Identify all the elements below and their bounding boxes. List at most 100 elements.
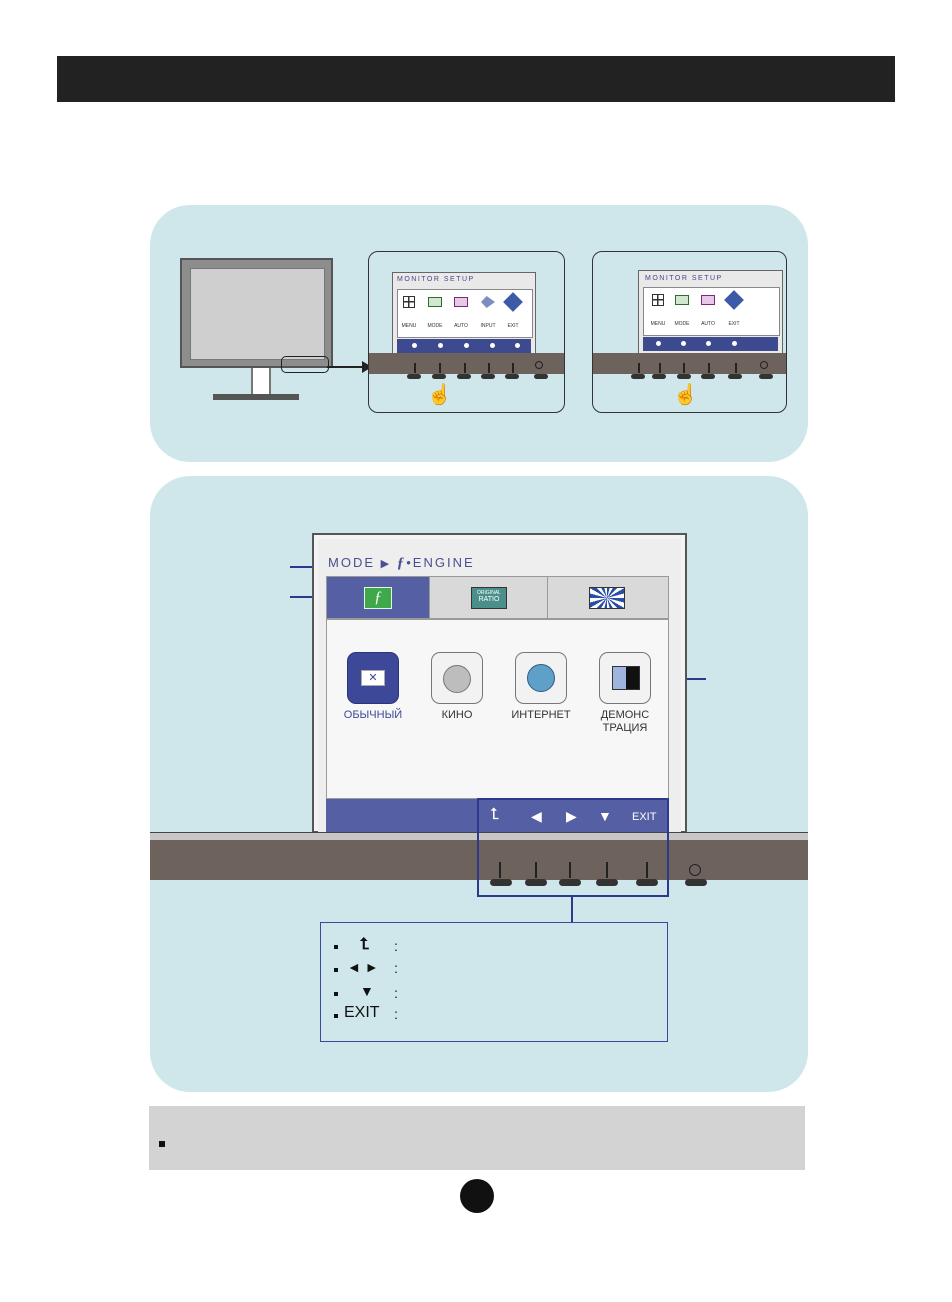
- bullet-icon: •: [406, 555, 413, 570]
- exit-icon: [724, 290, 744, 310]
- power-icon: [760, 361, 768, 369]
- mini-power-button: [759, 374, 773, 379]
- mini-dot: [732, 341, 737, 346]
- monitor-buttons-highlight: [281, 356, 329, 373]
- mode-normal-button[interactable]: ✕: [347, 652, 399, 704]
- button-legend: [320, 922, 668, 1042]
- mini-osd-panel: MENU MODE AUTO EXIT: [643, 287, 780, 336]
- mini-button: [701, 374, 715, 379]
- monitor-stand-base: [213, 394, 299, 400]
- close-x-icon: ✕: [361, 670, 385, 686]
- breadcrumb-mode: MODE: [328, 555, 375, 570]
- down-hardware-button[interactable]: [596, 879, 618, 886]
- bullet-square: [334, 1014, 338, 1018]
- tab-original-ratio[interactable]: ORIGINAL RATIO: [429, 576, 548, 619]
- bullet-square: [334, 992, 338, 996]
- hand-pointer-icon: ☝: [673, 384, 698, 406]
- exit-hardware-button[interactable]: [636, 879, 658, 886]
- right-hardware-button[interactable]: [559, 879, 581, 886]
- input-icon: [481, 296, 495, 308]
- osd-content: ✕ ОБЫЧНЫЙ КИНО ИНТЕРНЕТ ДЕМОНС ТРАЦИЯ: [326, 619, 669, 799]
- osd-exit-label: EXIT: [632, 811, 657, 823]
- leader-line-content: [686, 678, 706, 680]
- mini-tick: [735, 363, 737, 373]
- zoom-view-1: MONITOR SETUP MENU MODE AUTO INPUT EXIT: [368, 251, 565, 413]
- mini-osd-panel: MENU MODE AUTO INPUT EXIT: [397, 289, 533, 338]
- mode-movie-button[interactable]: [431, 652, 483, 704]
- button-tick: [646, 862, 648, 878]
- tab-f-engine[interactable]: ƒ: [326, 576, 430, 619]
- demo-split-icon: [612, 666, 640, 690]
- mini-button: [407, 374, 421, 379]
- mode-icon: [428, 297, 442, 307]
- bullet-square: [334, 945, 338, 949]
- mini-dot: [681, 341, 686, 346]
- mini-tick: [708, 363, 710, 373]
- osd-navigation-strip: [326, 799, 669, 833]
- mini-osd-strip: [643, 337, 778, 351]
- legend-sep: :: [394, 1006, 398, 1022]
- mini-osd-title: MONITOR SETUP: [645, 275, 723, 282]
- down-arrow-icon: ▼: [598, 808, 612, 824]
- mini-label-auto: AUTO: [701, 321, 715, 327]
- mini-button: [728, 374, 742, 379]
- button-tick: [569, 862, 571, 878]
- legend-sep: :: [394, 938, 398, 954]
- mini-label-input: INPUT: [480, 323, 496, 329]
- mini-button: [432, 374, 446, 379]
- mini-label-menu: MENU: [401, 323, 417, 329]
- pointer-arrow-icon: [362, 361, 372, 373]
- button-tick: [535, 862, 537, 878]
- mini-label-exit: EXIT: [507, 323, 519, 329]
- tab-picture[interactable]: [547, 576, 669, 619]
- mode-movie-label: КИНО: [441, 709, 473, 721]
- mini-osd-2: MONITOR SETUP MENU MODE AUTO EXIT: [638, 270, 783, 354]
- osd-tabs: ƒ ORIGINAL RATIO: [326, 576, 669, 619]
- mini-bezel-2: [593, 353, 786, 374]
- mini-osd-title: MONITOR SETUP: [397, 276, 475, 283]
- mini-button: [631, 374, 645, 379]
- legend-down-symbol: ▼: [360, 983, 374, 999]
- mode-internet-button[interactable]: [515, 652, 567, 704]
- mode-internet-label: ИНТЕРНЕТ: [511, 709, 571, 721]
- button-tick: [606, 862, 608, 878]
- mode-normal-label: ОБЫЧНЫЙ: [343, 709, 403, 721]
- power-icon: [689, 864, 701, 876]
- mode-demo-button[interactable]: [599, 652, 651, 704]
- mini-button: [505, 374, 519, 379]
- header-bar: [57, 56, 895, 102]
- bullet-square: [334, 968, 338, 972]
- mini-dot: [412, 343, 417, 348]
- monitor-screen: [190, 268, 325, 360]
- mini-tick: [414, 363, 416, 373]
- return-arrow-icon: ⮤: [490, 806, 500, 823]
- f-engine-tab-icon: ƒ: [364, 587, 392, 609]
- leader-line-title: [290, 566, 314, 568]
- left-hardware-button[interactable]: [525, 879, 547, 886]
- buttons-highlight-box: [477, 798, 669, 897]
- callout-connector: [571, 897, 573, 923]
- mini-button: [652, 374, 666, 379]
- mini-label-menu: MENU: [650, 321, 666, 327]
- mini-label-exit: EXIT: [728, 321, 740, 327]
- legend-left-right-symbol: ◄ ►: [347, 959, 379, 975]
- power-hardware-button[interactable]: [685, 879, 707, 886]
- mini-tick: [683, 363, 685, 373]
- exit-icon: [503, 292, 523, 312]
- monitor-stand-neck: [251, 368, 271, 394]
- film-reel-icon: [443, 665, 471, 693]
- mini-button: [481, 374, 495, 379]
- legend-sep: :: [394, 960, 398, 976]
- mini-tick: [439, 363, 441, 373]
- mode-demo-label: ДЕМОНС ТРАЦИЯ: [600, 709, 650, 734]
- f-engine-icon: ƒ: [396, 555, 407, 571]
- mini-button: [677, 374, 691, 379]
- mode-icon: [675, 295, 689, 305]
- mini-tick: [659, 363, 661, 373]
- mini-dot: [656, 341, 661, 346]
- pointer-arrow-line: [327, 366, 365, 368]
- menu-hardware-button[interactable]: [490, 879, 512, 886]
- mini-dot: [706, 341, 711, 346]
- note-bullet-square: [159, 1141, 165, 1147]
- mini-power-button: [534, 374, 548, 379]
